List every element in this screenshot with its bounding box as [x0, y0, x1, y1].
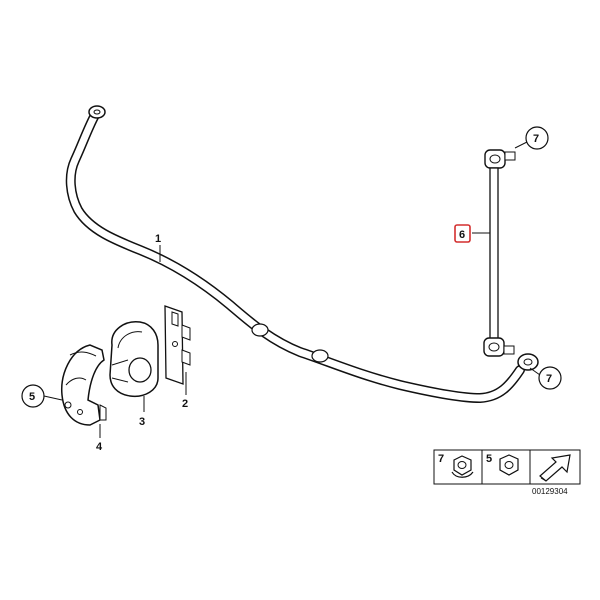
callout-label-5: 5: [29, 391, 35, 403]
legend-label-5: 5: [486, 453, 492, 465]
catalog-number: 00129304: [532, 487, 568, 496]
leader-line-7-top: [514, 141, 528, 149]
leader-line-7-bottom: [529, 367, 541, 376]
hex-nut-icon[interactable]: [499, 454, 519, 476]
callout-circle-7-top[interactable]: [525, 126, 549, 150]
fastener-legend: 7 5: [433, 449, 581, 485]
part-label-3: 3: [139, 416, 145, 428]
legend-label-7: 7: [438, 453, 444, 465]
rubber-mounting[interactable]: [109, 321, 159, 398]
callout-circle-5[interactable]: [21, 384, 45, 408]
collar-nut-icon[interactable]: [451, 455, 474, 478]
callout-label-6: 6: [459, 229, 465, 241]
callout-label-7-bottom: 7: [546, 373, 552, 385]
stabilizer-link[interactable]: [483, 149, 516, 357]
leader-line-5: [43, 395, 63, 401]
part-label-1: 1: [155, 233, 161, 245]
stabilizer-bar[interactable]: [65, 105, 539, 404]
holder[interactable]: [61, 344, 107, 426]
callout-box-6[interactable]: [454, 224, 471, 243]
callout-label-7-top: 7: [533, 133, 539, 145]
direction-arrow-icon: [539, 454, 571, 482]
bracket[interactable]: [164, 305, 191, 385]
part-label-4: 4: [96, 441, 103, 453]
callout-circle-7-bottom[interactable]: [538, 366, 562, 390]
part-label-2: 2: [182, 398, 188, 410]
